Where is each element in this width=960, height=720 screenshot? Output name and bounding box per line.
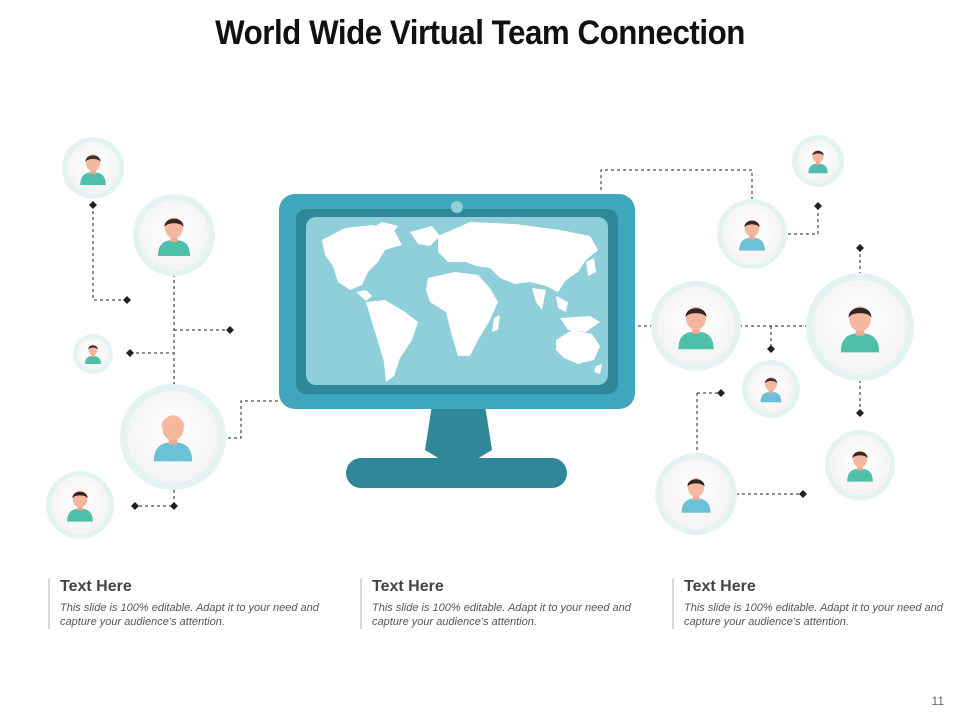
text-block-body: This slide is 100% editable. Adapt it to… bbox=[684, 602, 943, 628]
webcam-dot bbox=[451, 201, 463, 213]
avatar-left-4 bbox=[120, 384, 226, 490]
avatar-left-3 bbox=[73, 334, 113, 374]
avatar-right-5 bbox=[742, 360, 800, 418]
text-block-body: This slide is 100% editable. Adapt it to… bbox=[372, 602, 631, 628]
avatar-right-3 bbox=[651, 281, 741, 371]
avatar-left-1 bbox=[62, 137, 124, 199]
avatar-left-5 bbox=[46, 471, 114, 539]
avatar-right-2 bbox=[717, 199, 787, 269]
avatar-right-1 bbox=[792, 135, 844, 187]
text-block-2: Text Here This slide is 100% editable. A… bbox=[360, 578, 642, 629]
text-block-1: Text Here This slide is 100% editable. A… bbox=[48, 578, 330, 629]
text-block-3: Text Here This slide is 100% editable. A… bbox=[672, 578, 954, 629]
monitor-base bbox=[346, 458, 567, 488]
text-block-heading: Text Here bbox=[684, 578, 756, 595]
avatar-right-4 bbox=[806, 273, 914, 381]
text-block-heading: Text Here bbox=[372, 578, 444, 595]
text-block-heading: Text Here bbox=[60, 578, 132, 595]
page-number: 11 bbox=[931, 694, 944, 708]
slide-title: World Wide Virtual Team Connection bbox=[215, 14, 745, 52]
monitor-neck bbox=[425, 405, 492, 462]
avatar-right-7 bbox=[655, 453, 737, 535]
world-map-icon bbox=[322, 222, 602, 382]
text-block-body: This slide is 100% editable. Adapt it to… bbox=[60, 602, 319, 628]
connector-dots bbox=[89, 201, 864, 510]
monitor bbox=[279, 194, 635, 488]
avatar-right-6 bbox=[825, 430, 895, 500]
connector-lines bbox=[92, 169, 861, 507]
avatar-left-2 bbox=[133, 194, 215, 276]
